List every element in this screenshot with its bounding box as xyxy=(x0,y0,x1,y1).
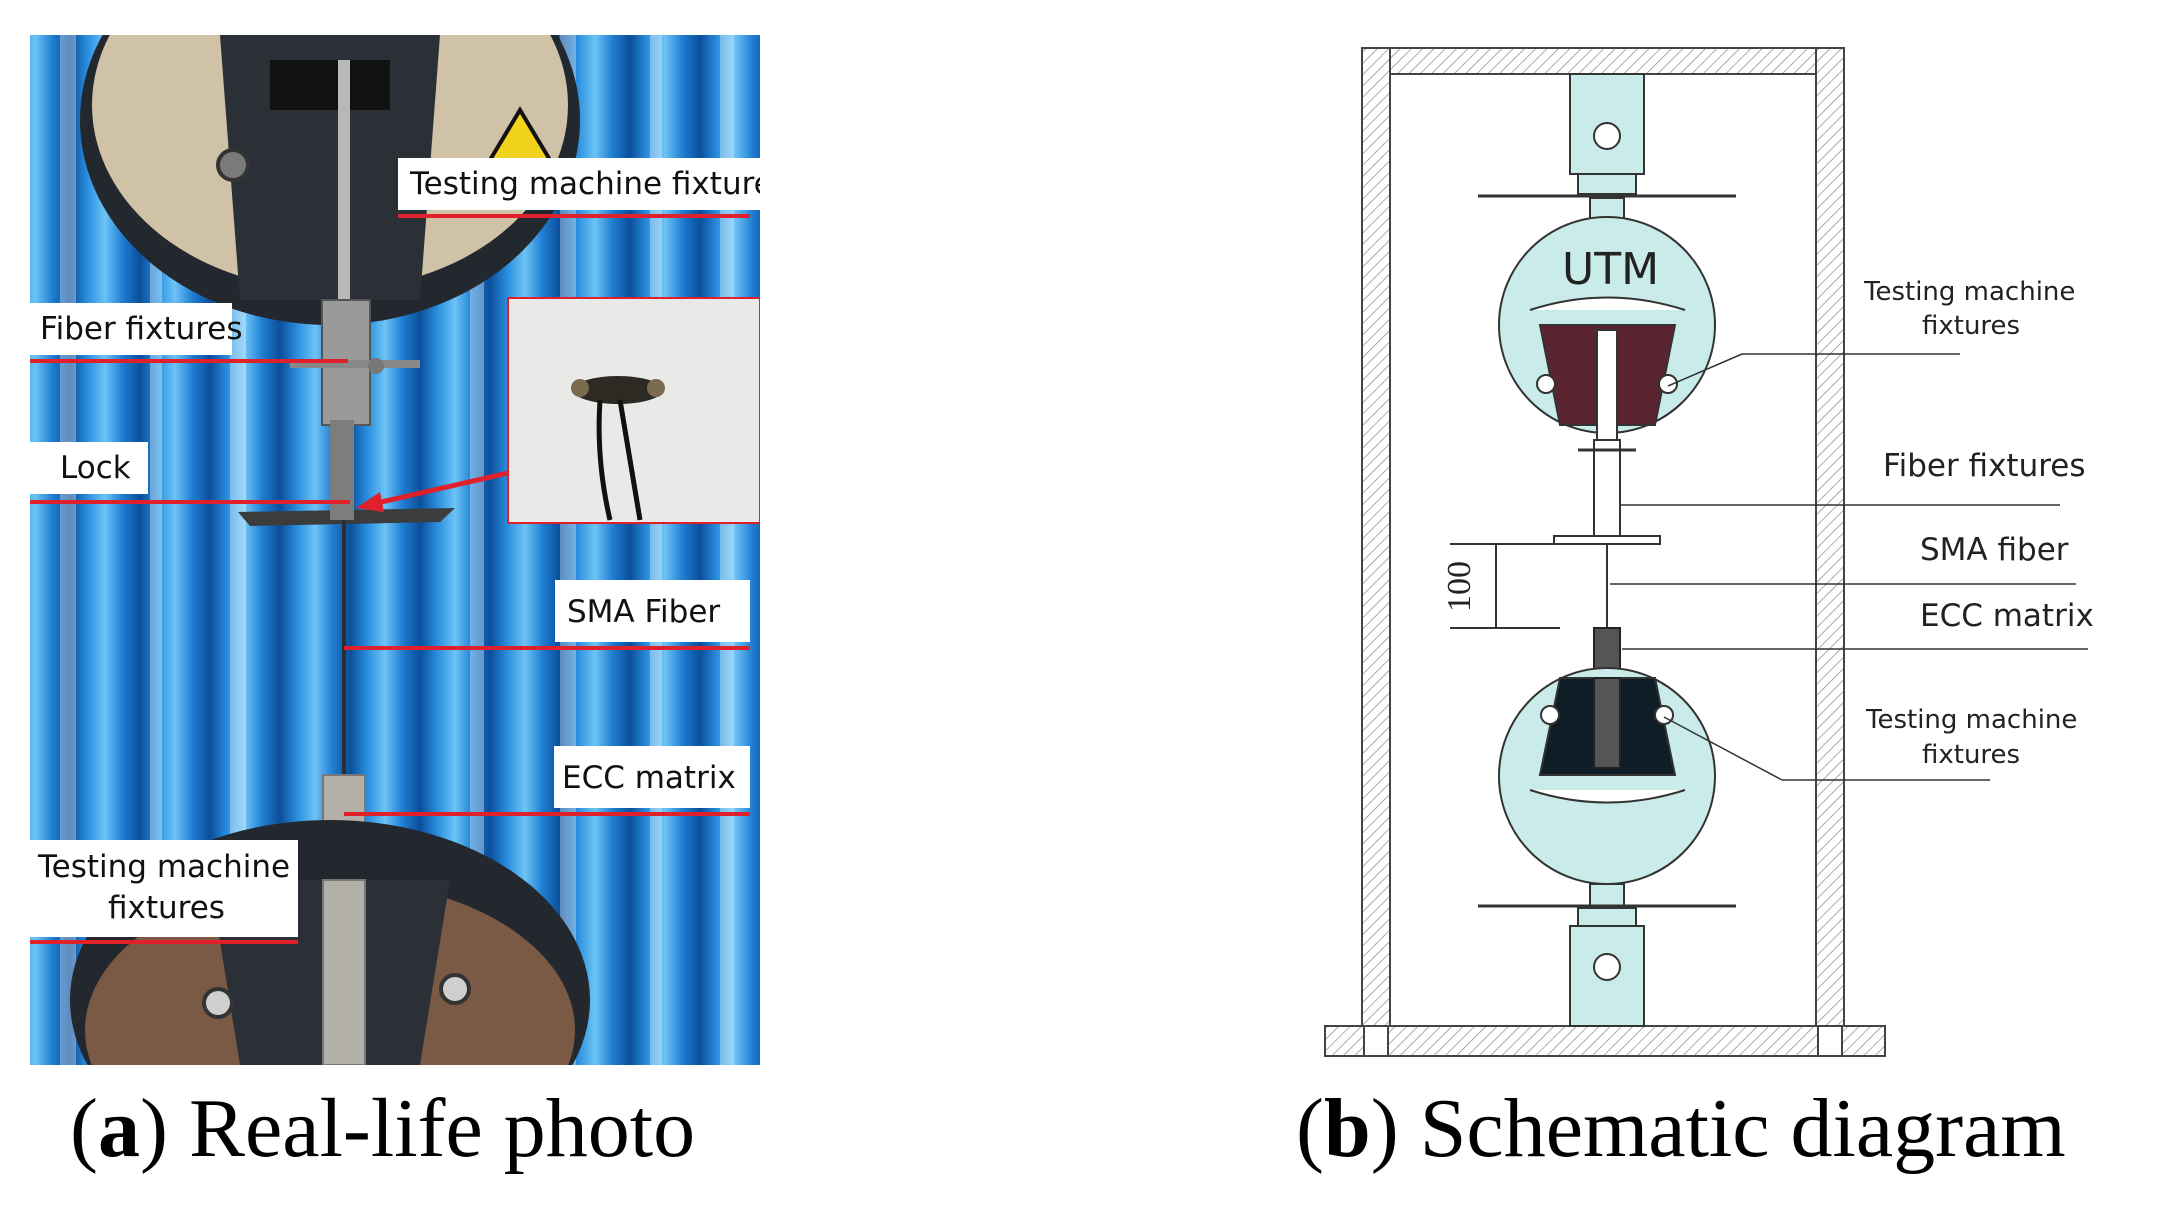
frame-base xyxy=(1324,1025,1886,1057)
fiber-fixture xyxy=(238,299,455,526)
photo-label-testing-fixtures-bottom-1: Testing machine xyxy=(37,849,290,885)
caption-a-text: Real-life photo xyxy=(188,1082,696,1175)
lock-inset-photo xyxy=(507,297,760,524)
schematic-label-testing-fixtures-bottom-1: Testing machine xyxy=(1865,705,2077,735)
lock-pointer-arrow xyxy=(367,470,509,508)
photo-label-lock: Lock xyxy=(60,450,131,486)
bottom-pin-icon xyxy=(1593,953,1621,981)
caption-a-letter: a xyxy=(97,1082,140,1175)
schematic-label-sma-fiber: SMA fiber xyxy=(1920,532,2069,568)
frame-top-beam xyxy=(1361,47,1845,75)
photo-label-fiber-fixtures: Fiber fixtures xyxy=(40,311,243,347)
top-pin-icon xyxy=(1593,122,1621,150)
schematic-label-testing-fixtures-top-1: Testing machine xyxy=(1863,277,2075,307)
dimension-label: 100 xyxy=(1441,561,1478,612)
schematic-label-testing-fixtures-bottom-2: fixtures xyxy=(1922,740,2020,770)
photo-label-testing-fixtures-bottom-2: fixtures xyxy=(108,890,225,926)
lock-arrow-head xyxy=(356,492,384,512)
schematic-diagram: UTM 100 Testing mach xyxy=(1324,47,2094,1057)
photo-label-testing-fixtures-top: Testing machine fixtures xyxy=(409,166,789,202)
photo-label-sma-fiber: SMA Fiber xyxy=(567,594,720,630)
top-machine-fixture xyxy=(80,35,580,410)
schematic-label-ecc-matrix: ECC matrix xyxy=(1920,598,2094,634)
caption-b: (b) Schematic diagram xyxy=(1296,1082,2066,1175)
photo-label-ecc-matrix: ECC matrix xyxy=(562,760,736,796)
utm-label: UTM xyxy=(1562,244,1659,295)
caption-b-letter: b xyxy=(1323,1082,1371,1175)
caption-a: (a) Real-life photo xyxy=(70,1082,696,1175)
schematic-label-testing-fixtures-top-2: fixtures xyxy=(1922,311,2020,341)
schematic-fiber-fixture xyxy=(1593,439,1621,541)
real-life-photo: Testing machine fixtures Fiber fixtures … xyxy=(30,35,789,1065)
frame-right-column xyxy=(1815,47,1845,1037)
schematic-lock-plate xyxy=(1553,535,1661,545)
frame-left-column xyxy=(1361,47,1391,1037)
caption-b-text: Schematic diagram xyxy=(1419,1082,2066,1175)
schematic-label-fiber-fixtures: Fiber fixtures xyxy=(1883,448,2086,484)
